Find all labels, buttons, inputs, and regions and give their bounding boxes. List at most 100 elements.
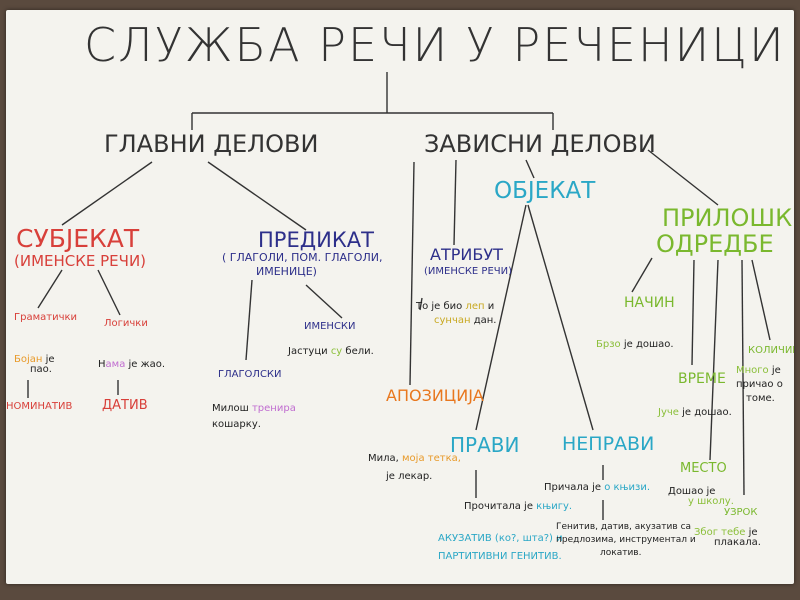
- predikat-label: ПРЕДИКАТ: [258, 228, 374, 252]
- imenski-ex: Јастуци су бели.: [288, 347, 374, 357]
- nepravi-ex-word-b: о књизи.: [604, 482, 651, 493]
- nominativ-label: НОМИНАТИВ: [6, 401, 73, 412]
- subjekat-log-ex: Нама је жао.: [98, 360, 165, 370]
- log-ex-word-c: је жао.: [128, 359, 166, 370]
- line-pril-nacin: [631, 257, 653, 293]
- apozicija-label: АПОЗИЦИЈА: [386, 386, 484, 405]
- pravi-case2: ПАРТИТИВНИ ГЕНИТИВ.: [438, 551, 562, 562]
- glagolski-ex1: Милош тренира: [212, 404, 296, 414]
- line-zavisni-priloske: [647, 149, 719, 206]
- gram-ex-word-c: пао.: [30, 364, 52, 375]
- subjekat-log: Логички: [104, 318, 148, 329]
- nacin-label: НАЧИН: [624, 295, 675, 311]
- mesto-ex-word-b: у школу.: [688, 496, 734, 507]
- apozicija-ex-word-a: Мила,: [368, 453, 399, 464]
- imenski-ex-word-c: бели.: [345, 346, 374, 357]
- atribut-ex-word-a: То је био: [416, 301, 463, 312]
- atribut-ex2: сунчан дан.: [434, 316, 496, 326]
- kolicina-label: КОЛИЧИНА: [748, 345, 794, 356]
- atribut-ex-word-c: и: [487, 301, 495, 312]
- pravi-ex-word-a: Прочитала је: [464, 501, 533, 512]
- line-sub-log: [97, 269, 121, 316]
- uzrok-label: УЗРОК: [724, 507, 758, 518]
- atribut-ex-word-b: леп: [465, 301, 485, 312]
- line-glavni-predikat: [207, 161, 307, 231]
- vreme-ex: Јуче је дошао.: [658, 408, 732, 418]
- atribut-ex-word-e: дан.: [473, 315, 497, 326]
- glavni-delovi-label: ГЛАВНИ ДЕЛОВИ: [104, 130, 319, 158]
- atribut-ex1: То је био леп и: [416, 302, 494, 312]
- line-objekat-pravi: [475, 204, 527, 431]
- log-ex-word-a: Н: [98, 359, 106, 370]
- line-pred-glagolski: [245, 279, 253, 361]
- mesto-ex: Дошао је у школу.: [668, 487, 734, 507]
- gram-ex-word-a: Бојан: [14, 354, 43, 365]
- nacin-ex-word-a: Брзо: [596, 339, 621, 350]
- imenski-ex-word-a: Јастуци: [288, 346, 328, 357]
- mesto-ex-word-a: Дошао је: [668, 486, 716, 497]
- pravi-label: ПРАВИ: [450, 433, 520, 457]
- atribut-label: АТРИБУТ: [430, 245, 503, 264]
- kolicina-ex1: Много је: [736, 366, 781, 376]
- poster: СЛУЖБА РЕЧИ У РЕЧЕНИЦИ ГЛАВНИ ДЕЛОВИ ЗАВ…: [6, 10, 794, 584]
- uzrok-ex-word-a: Због тебе: [694, 527, 746, 538]
- line-pril-kolicina: [751, 259, 771, 341]
- pravi-ex: Прочитала је књигу.: [464, 502, 572, 512]
- subjekat-gram: Граматички: [14, 312, 78, 323]
- line-pril-mesto: [709, 259, 719, 461]
- line-pril-uzrok: [741, 259, 745, 496]
- gram-ex-word-b: је: [45, 354, 55, 365]
- nepravi-case3: локатив.: [600, 548, 642, 558]
- kolicina-ex-word-a: Много: [736, 365, 769, 376]
- nepravi-ex-word-a: Причала је: [544, 482, 602, 493]
- line-atribut-ex: [419, 297, 423, 311]
- imenski-ex-word-b: су: [330, 346, 343, 357]
- line-zavisni-atribut: [453, 159, 457, 246]
- glagolski-ex-word-a: Милош: [212, 403, 249, 414]
- priloske-label-1: ПРИЛОШКЕ: [662, 204, 794, 232]
- pravi-ex-word-b: књигу.: [536, 501, 573, 512]
- vreme-ex-word-b: је дошао.: [682, 407, 732, 418]
- uzrok-ex: Због тебе је плакала.: [694, 528, 761, 548]
- line-objekat-nepravi: [527, 204, 594, 431]
- predikat-sub1: ( ГЛАГОЛИ, ПОМ. ГЛАГОЛИ,: [222, 251, 383, 264]
- objekat-label: ОБЈЕКАТ: [494, 178, 596, 204]
- line-zavisni-objekat: [525, 159, 535, 179]
- glagolski-ex2: кошарку.: [212, 419, 261, 430]
- pravi-case1: АКУЗАТИВ (ко?, шта?) и: [438, 533, 563, 544]
- predikat-sub2: ИМЕНИЦЕ): [256, 265, 317, 278]
- line-pril-vreme: [691, 259, 695, 366]
- nepravi-case1: Генитив, датив, акузатив са: [556, 522, 692, 532]
- mesto-label: МЕСТО: [680, 461, 727, 476]
- line-pred-imenski: [305, 284, 343, 319]
- line-sub-gram: [37, 269, 63, 309]
- apozicija-ex2: је лекар.: [386, 471, 433, 482]
- priloske-label-2: ОДРЕДБЕ: [656, 230, 774, 258]
- zavisni-delovi-label: ЗАВИСНИ ДЕЛОВИ: [424, 130, 656, 158]
- nacin-ex: Брзо је дошао.: [596, 340, 674, 350]
- glagolski-label: ГЛАГОЛСКИ: [218, 369, 282, 380]
- atribut-ex-word-d: сунчан: [434, 315, 471, 326]
- apozicija-ex-word-b: моја тетка,: [402, 453, 461, 464]
- atribut-sub: (ИМЕНСКЕ РЕЧИ): [424, 266, 513, 277]
- imenski-label: ИМЕНСКИ: [304, 321, 356, 332]
- nepravi-case2: предлозима, инструментал и: [556, 535, 696, 545]
- uzrok-ex-word-b: је: [748, 527, 758, 538]
- apozicija-ex1: Мила, моја тетка,: [368, 454, 461, 464]
- nacin-ex-word-b: је дошао.: [623, 339, 674, 350]
- uzrok-ex-word-c: плакала.: [714, 537, 761, 548]
- vreme-label: ВРЕМЕ: [678, 371, 726, 387]
- line-zavisni-apozicija: [409, 161, 415, 386]
- vreme-ex-word-a: Јуче: [658, 407, 679, 418]
- kolicina-ex-word-b: је: [771, 365, 781, 376]
- subjekat-sub: (ИМЕНСКЕ РЕЧИ): [14, 252, 147, 270]
- nepravi-label: НЕПРАВИ: [562, 433, 655, 455]
- log-ex-word-b: ама: [105, 359, 126, 370]
- subjekat-gram-ex: Бојан је пао.: [14, 355, 55, 375]
- nepravi-ex: Причала је о књизи.: [544, 483, 650, 493]
- glagolski-ex-word-b: тренира: [251, 403, 296, 414]
- kolicina-ex3: томе.: [746, 393, 775, 404]
- poster-title: СЛУЖБА РЕЧИ У РЕЧЕНИЦИ: [84, 18, 786, 72]
- line-glavni-subjekat: [61, 161, 153, 226]
- connector-lines: [27, 72, 771, 520]
